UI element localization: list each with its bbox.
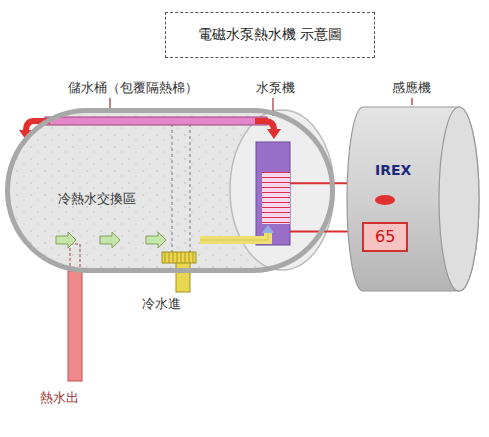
flow-arrowhead <box>267 129 281 139</box>
leader-line <box>272 98 273 116</box>
diagram-title: 電磁水泵熱水機 示意圖 <box>198 26 342 44</box>
flow-arrowhead <box>19 130 33 140</box>
storage-tank: 儲水桶（包覆隔熱棉）冷熱水交換區水泵機 <box>5 108 335 273</box>
tank-heading: 儲水桶（包覆隔熱棉） <box>68 80 198 96</box>
temperature-display: 65 <box>362 222 408 252</box>
signal-wire <box>290 231 349 233</box>
exchange-zone-label: 冷熱水交換區 <box>58 191 136 207</box>
cold-water-label: 冷水進 <box>142 296 181 312</box>
induction-unit: 感應機IREX65 <box>345 106 481 292</box>
induction-unit-outline <box>345 106 481 292</box>
feed-pipe <box>200 232 268 240</box>
brand-label: IREX <box>375 162 411 179</box>
inlet-dotted-line <box>190 118 191 252</box>
pump-coil <box>262 172 290 224</box>
tank-texture <box>7 110 333 271</box>
temperature-value: 65 <box>375 227 395 246</box>
hot-return-pipe <box>45 117 267 125</box>
outlet-inner-pipe <box>70 244 80 270</box>
signal-wire <box>290 182 349 184</box>
induction-heading: 感應機 <box>392 80 431 96</box>
leader-line <box>411 98 412 105</box>
tank-fill <box>7 110 333 271</box>
leader-line <box>109 98 110 108</box>
feed-pipe-edge <box>200 232 268 240</box>
flow-arrow <box>26 121 50 131</box>
tank-end-cap <box>230 110 334 270</box>
pump-heading: 水泵機 <box>256 80 295 96</box>
inlet-dotted-line <box>172 118 173 252</box>
cold-inlet-fitting <box>162 252 196 263</box>
pump-body <box>256 142 290 245</box>
feed-arrowhead <box>262 225 274 233</box>
hot-water-pipe <box>68 271 82 381</box>
hot-water-label: 熱水出 <box>40 390 79 406</box>
flow-arrows <box>56 232 166 248</box>
title-box: 電磁水泵熱水機 示意圖 <box>165 12 375 58</box>
cold-water-pipe <box>176 262 190 292</box>
water-pump: 水泵機 <box>256 142 290 245</box>
flow-arrow <box>255 121 274 130</box>
